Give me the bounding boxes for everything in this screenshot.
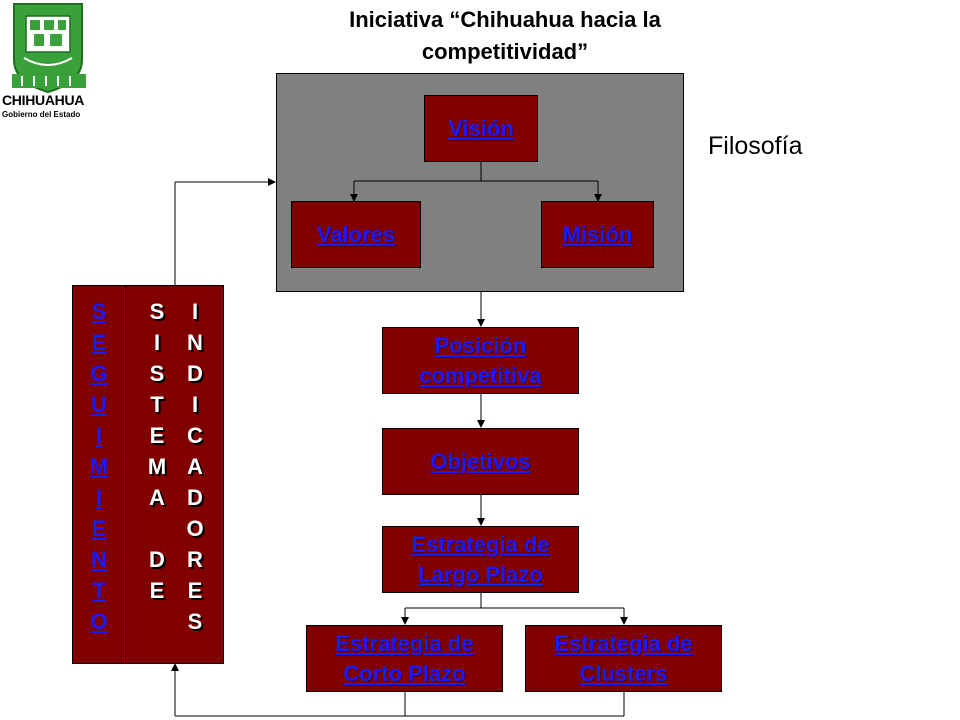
seguimiento-letter: E xyxy=(91,516,107,541)
seguimiento-link[interactable]: S E G U I M I E N T O xyxy=(73,296,125,637)
filosofia-label: Filosofía xyxy=(708,132,803,160)
mision-box[interactable]: Misión xyxy=(541,201,654,268)
objetivos-box[interactable]: Objetivos xyxy=(382,428,579,495)
sistema-letter: S xyxy=(149,361,165,386)
sistema-letter: D xyxy=(149,547,165,572)
largo-plazo-box[interactable]: Estrategia de Largo Plazo xyxy=(382,526,579,593)
sistema-letter: E xyxy=(149,423,165,448)
largo-plazo-link[interactable]: Estrategia de Largo Plazo xyxy=(411,531,550,587)
vision-box[interactable]: Visión xyxy=(424,95,538,162)
corto-plazo-box[interactable]: Estrategia de Corto Plazo xyxy=(306,625,503,692)
seguimiento-column[interactable]: S E G U I M I E N T O xyxy=(72,285,126,664)
indicadores-letter: D xyxy=(187,361,203,386)
indicadores-letter: N xyxy=(187,330,203,355)
indicadores-letter: D xyxy=(187,485,203,510)
page-title: Iniciativa “Chihuahua hacia la competiti… xyxy=(349,7,661,64)
corto-plazo-link[interactable]: Estrategia de Corto Plazo xyxy=(335,630,474,686)
seguimiento-letter: I xyxy=(95,485,103,510)
seguimiento-letter: E xyxy=(91,330,107,355)
sistema-letter: T xyxy=(150,392,164,417)
sistema-de-text: S I S T E M A D E xyxy=(140,296,174,637)
valores-link[interactable]: Valores xyxy=(316,221,396,247)
indicadores-letter: O xyxy=(186,516,204,541)
seguimiento-letter: T xyxy=(92,578,106,603)
shield-emblem-icon xyxy=(12,3,86,94)
indicadores-text: I N D I C A D O R E S xyxy=(178,296,212,637)
sistema-letter xyxy=(140,606,174,637)
sistema-letter xyxy=(140,513,174,544)
logo-name: CHIHUAHUA xyxy=(2,92,85,108)
sistema-letter: E xyxy=(149,578,165,603)
indicadores-letter: A xyxy=(187,454,203,479)
indicadores-letter: I xyxy=(191,392,199,417)
clusters-box[interactable]: Estrategia de Clusters xyxy=(525,625,722,692)
seguimiento-letter: U xyxy=(91,392,107,417)
seguimiento-letter: O xyxy=(90,609,108,634)
posicion-competitiva-box[interactable]: Posición competitiva xyxy=(382,327,579,394)
clusters-link[interactable]: Estrategia de Clusters xyxy=(554,630,693,686)
sistema-letter: S xyxy=(149,299,165,324)
vision-link[interactable]: Visión xyxy=(448,115,514,141)
indicadores-letter: R xyxy=(187,547,203,572)
objetivos-link[interactable]: Objetivos xyxy=(430,448,531,474)
seguimiento-letter: S xyxy=(91,299,107,324)
indicadores-letter: C xyxy=(187,423,203,448)
mision-link[interactable]: Misión xyxy=(562,221,633,247)
posicion-competitiva-link[interactable]: Posición competitiva xyxy=(419,332,542,388)
indicadores-letter: E xyxy=(187,578,203,603)
seguimiento-letter: G xyxy=(90,361,108,386)
chihuahua-logo: CHIHUAHUA Gobierno del Estado xyxy=(2,0,96,122)
valores-box[interactable]: Valores xyxy=(291,201,421,268)
logo-subtitle: Gobierno del Estado xyxy=(2,110,81,119)
sistema-letter: A xyxy=(149,485,165,510)
seguimiento-letter: N xyxy=(91,547,107,572)
indicadores-letter: S xyxy=(187,609,203,634)
sistema-indicadores-column: S I S T E M A D E I N D I C A D O R E S xyxy=(125,285,224,664)
seguimiento-letter: M xyxy=(89,454,109,479)
indicadores-letter: I xyxy=(191,299,199,324)
sistema-letter: M xyxy=(147,454,167,479)
sistema-letter: I xyxy=(153,330,161,355)
seguimiento-letter: I xyxy=(95,423,103,448)
